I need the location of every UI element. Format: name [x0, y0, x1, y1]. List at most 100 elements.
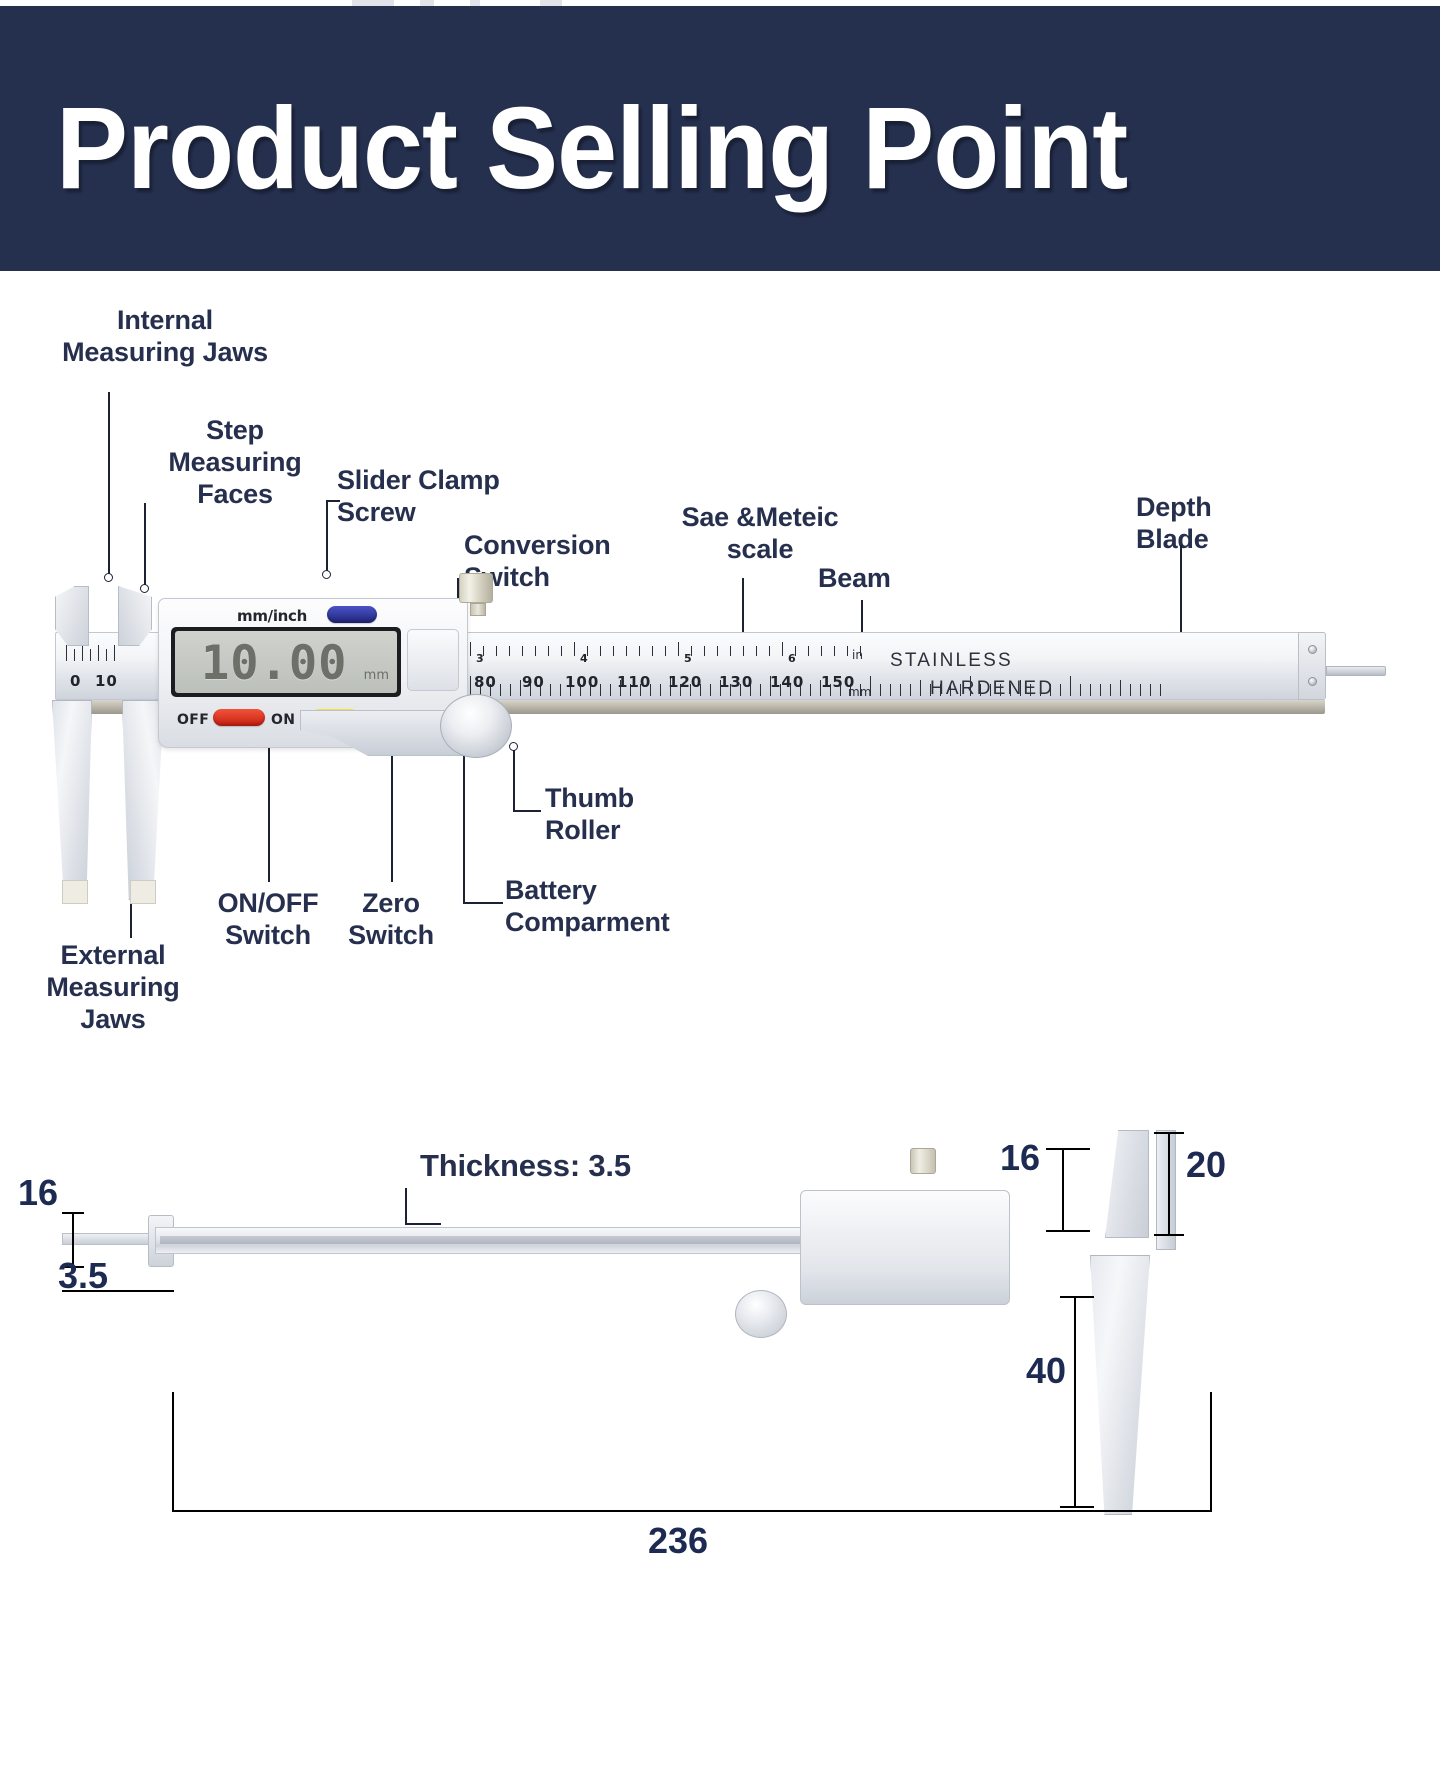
leader-thumb-h [513, 810, 541, 812]
scale-left-0: 0 [70, 672, 82, 690]
scale-metric-150: 150 [821, 673, 856, 691]
page-title: Product Selling Point [56, 83, 1128, 213]
leader-dot-thumb [509, 742, 518, 751]
dimcap-16-left-top [62, 1212, 84, 1215]
dimline-16-left [72, 1212, 75, 1268]
mm-inch-label: mm/inch [237, 607, 308, 625]
external-jaw-fixed [52, 700, 92, 900]
callout-beam: Beam [818, 563, 891, 593]
lcd-unit: mm [363, 668, 389, 683]
dimcap-16-right-bottom [1046, 1230, 1090, 1233]
conversion-switch-pad[interactable] [407, 629, 459, 691]
dimcap-3-5 [62, 1290, 174, 1293]
callout-thumb-roller: Thumb Roller [545, 783, 634, 845]
engraving-stainless: STAINLESS [890, 650, 1013, 671]
leader-internal-jaws [108, 392, 110, 578]
scale-imperial-5: 5 [684, 652, 693, 665]
leader-thickness-h [405, 1223, 441, 1225]
callout-external-measuring-jaws: External Measuring Jaws [46, 940, 180, 1034]
leader-batt-v [463, 705, 465, 903]
dimcap-236-right [1210, 1392, 1213, 1512]
conversion-button[interactable] [327, 606, 377, 623]
dim-value-236: 236 [648, 1520, 709, 1561]
callout-slider-clamp-screw: Slider Clamp Screw [337, 465, 500, 527]
dim-slider-body: Whitworth Metr. ISO Battery 1.5V CE [800, 1190, 1010, 1305]
scale-imperial-4: 4 [580, 652, 589, 665]
off-label: OFF [177, 712, 210, 728]
dimline-40 [1074, 1296, 1077, 1508]
callout-sae-metric-scale: Sae &Meteic scale [681, 502, 839, 564]
jaw-tip-fixed [62, 880, 88, 904]
slider-clamp-screw[interactable] [459, 573, 493, 616]
dimcap-40-bottom [1060, 1506, 1094, 1509]
thumb-roller[interactable] [440, 694, 512, 758]
dimcap-40-top [1060, 1296, 1094, 1299]
callout-internal-measuring-jaws: Internal Measuring Jaws [62, 305, 268, 367]
leader-clamp-b [326, 500, 340, 502]
leader-onoff [268, 727, 270, 882]
callout-depth-blade: Depth Blade [1136, 492, 1212, 554]
leader-depth-blade [1180, 545, 1182, 667]
leader-thickness-v [405, 1188, 407, 1224]
leader-thumb-v [513, 747, 515, 811]
scale-metric-90: 90 [522, 673, 545, 691]
caliper-top-illustration: 0 10 [0, 573, 1440, 950]
dimcap-236-left [172, 1392, 175, 1512]
internal-jaw-fixed [55, 586, 89, 646]
leader-zero [391, 727, 393, 882]
header-banner: Product Selling Point [0, 6, 1440, 271]
engraving-hardened: HARDENED [930, 678, 1055, 699]
depth-blade [1326, 666, 1386, 676]
dim-value-16-left: 16 [18, 1172, 59, 1213]
dim-depth-rod [62, 1233, 158, 1245]
scale-metric-110: 110 [617, 673, 652, 691]
scale-unit-in: in [852, 648, 863, 662]
leader-dot-step-faces [140, 584, 149, 593]
scale-left-10: 10 [95, 672, 118, 690]
beam-screw-top [1308, 645, 1317, 654]
dimcap-16-right-top [1046, 1148, 1090, 1151]
dimcap-20-bottom [1154, 1234, 1184, 1237]
dim-thumb-roller [735, 1290, 787, 1338]
scale-metric-120: 120 [668, 673, 703, 691]
leader-step-faces [144, 503, 146, 588]
dim-depth-blade [1156, 1130, 1176, 1250]
jaw-tip-sliding [130, 880, 156, 904]
dimcap-16-left-bottom [62, 1266, 84, 1269]
dimline-20 [1168, 1132, 1171, 1236]
dim-thickness-label: Thickness: 3.5 [420, 1148, 631, 1183]
dim-clamp-screw [910, 1148, 936, 1174]
callout-zero-switch: Zero Switch [348, 888, 434, 950]
lcd-value: 10.00 [201, 636, 348, 691]
leader-clamp-c [326, 500, 328, 575]
scale-imperial-3: 3 [476, 652, 485, 665]
dimline-16-right [1062, 1148, 1065, 1232]
scale-imperial-ticks [470, 642, 870, 658]
scale-metric-100: 100 [565, 673, 600, 691]
on-off-button[interactable] [213, 709, 265, 726]
beam-screw-bottom [1308, 677, 1317, 686]
scale-metric-80: 80 [474, 673, 497, 691]
dimcap-20-top [1154, 1132, 1184, 1135]
dim-beam-groove [160, 1236, 828, 1244]
dim-value-20: 20 [1186, 1144, 1227, 1185]
lcd-screen: 10.00 mm [175, 631, 397, 693]
scale-metric-140: 140 [770, 673, 805, 691]
scale-metric-130: 130 [719, 673, 754, 691]
callout-on-off-switch: ON/OFF Switch [217, 888, 319, 950]
top-edge-strip [0, 0, 1440, 6]
dim-value-40: 40 [1026, 1350, 1067, 1391]
leader-dot-internal-jaws [104, 573, 113, 582]
scale-unit-mm: mm [848, 685, 872, 699]
on-label: ON [271, 712, 296, 728]
caliper-beam-end [1298, 632, 1326, 700]
dimension-diagram: Whitworth Metr. ISO Battery 1.5V CE Thic… [0, 1100, 1440, 1773]
leader-dot-clamp [322, 570, 331, 579]
scale-metric-ticks [470, 676, 1170, 698]
leader-scale [742, 578, 744, 673]
leader-batt-h [463, 902, 503, 904]
scale-imperial-6: 6 [788, 652, 797, 665]
dimline-236 [172, 1510, 1212, 1513]
callout-conversion-switch: Conversion Switch [464, 530, 611, 592]
lcd-bezel: 10.00 mm [171, 627, 401, 697]
